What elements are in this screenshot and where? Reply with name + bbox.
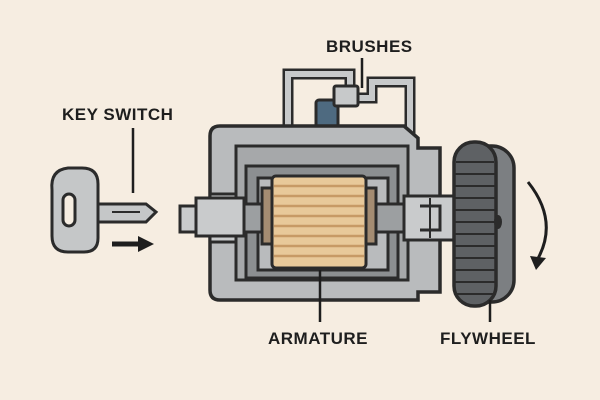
front-nose (178, 192, 246, 244)
leader-lines (131, 58, 492, 322)
brush-wiring (282, 68, 416, 140)
armature (260, 174, 378, 270)
key-switch-label: KEY SWITCH (62, 105, 173, 124)
flywheel (452, 140, 516, 308)
brushes-label: BRUSHES (326, 37, 413, 56)
flywheel-label: FLYWHEEL (440, 329, 536, 348)
key-icon (50, 166, 159, 254)
arrow-right-icon (112, 236, 154, 252)
rotation-arrow-icon (526, 181, 548, 270)
armature-label: ARMATURE (268, 329, 368, 348)
